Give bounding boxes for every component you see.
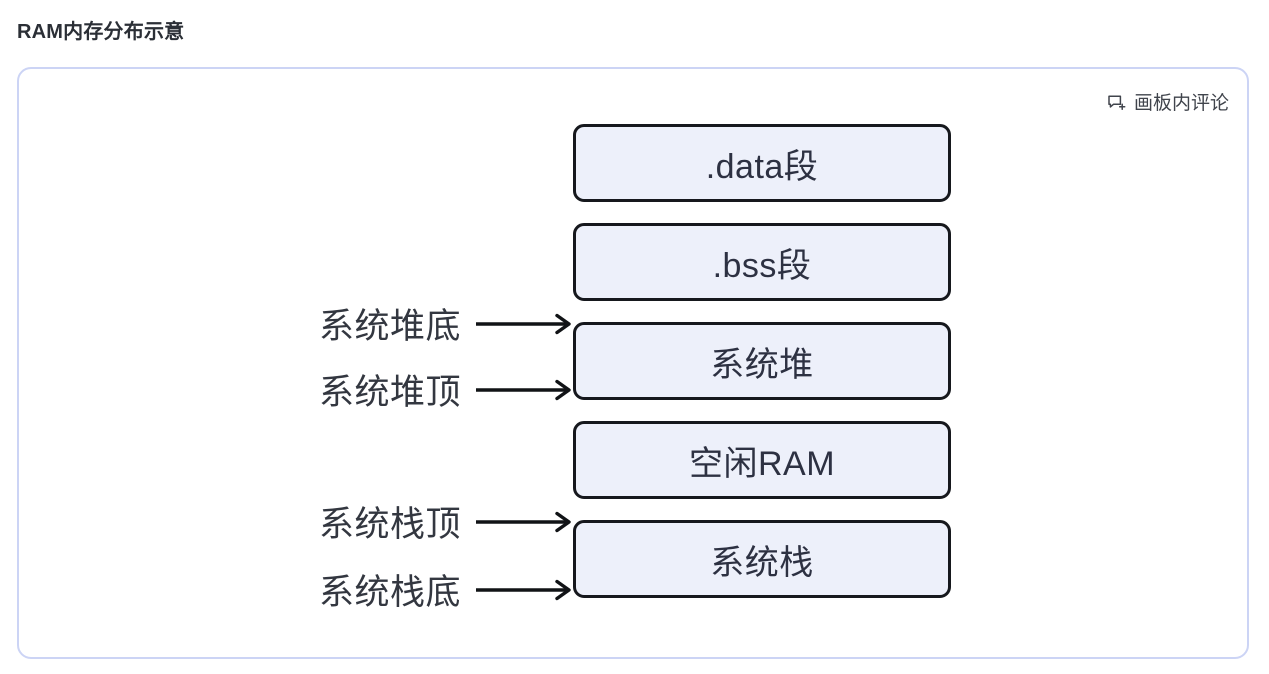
canvas-comment-label: 画板内评论: [1133, 92, 1229, 114]
memory-block-label: 空闲RAM: [688, 444, 836, 483]
pointer-label: 系统栈底: [319, 572, 462, 612]
memory-block-system-stack[interactable]: 系统栈: [573, 520, 951, 598]
pointer-label: 系统栈顶: [319, 504, 462, 544]
canvas-comment-button[interactable]: 画板内评论: [1107, 93, 1229, 113]
pointer-label: 系统堆顶: [319, 372, 462, 412]
comment-add-icon: [1107, 93, 1127, 113]
memory-block-label: .bss段: [712, 246, 812, 285]
arrow-right-icon: [475, 577, 575, 608]
arrow-right-icon: [475, 311, 575, 342]
pointer-heap-bottom[interactable]: 系统堆底: [319, 304, 575, 348]
memory-block-label: .data段: [705, 147, 819, 186]
pointer-label: 系统堆底: [319, 306, 462, 346]
memory-block-system-heap[interactable]: 系统堆: [573, 322, 951, 400]
arrow-right-icon: [475, 509, 575, 540]
arrow-right-icon: [475, 377, 575, 408]
memory-block-free-ram[interactable]: 空闲RAM: [573, 421, 951, 499]
page-title: RAM内存分布示意: [17, 21, 185, 43]
memory-block-label: 系统堆: [710, 345, 814, 384]
memory-block-data[interactable]: .data段: [573, 124, 951, 202]
pointer-stack-bottom[interactable]: 系统栈底: [319, 570, 575, 614]
memory-block-label: 系统栈: [710, 543, 814, 582]
memory-block-bss[interactable]: .bss段: [573, 223, 951, 301]
pointer-heap-top[interactable]: 系统堆顶: [319, 370, 575, 414]
diagram-canvas: 画板内评论 .data段 .bss段 系统堆 空闲RAM 系统栈 系统堆底 系统…: [17, 67, 1249, 659]
pointer-stack-top[interactable]: 系统栈顶: [319, 502, 575, 546]
